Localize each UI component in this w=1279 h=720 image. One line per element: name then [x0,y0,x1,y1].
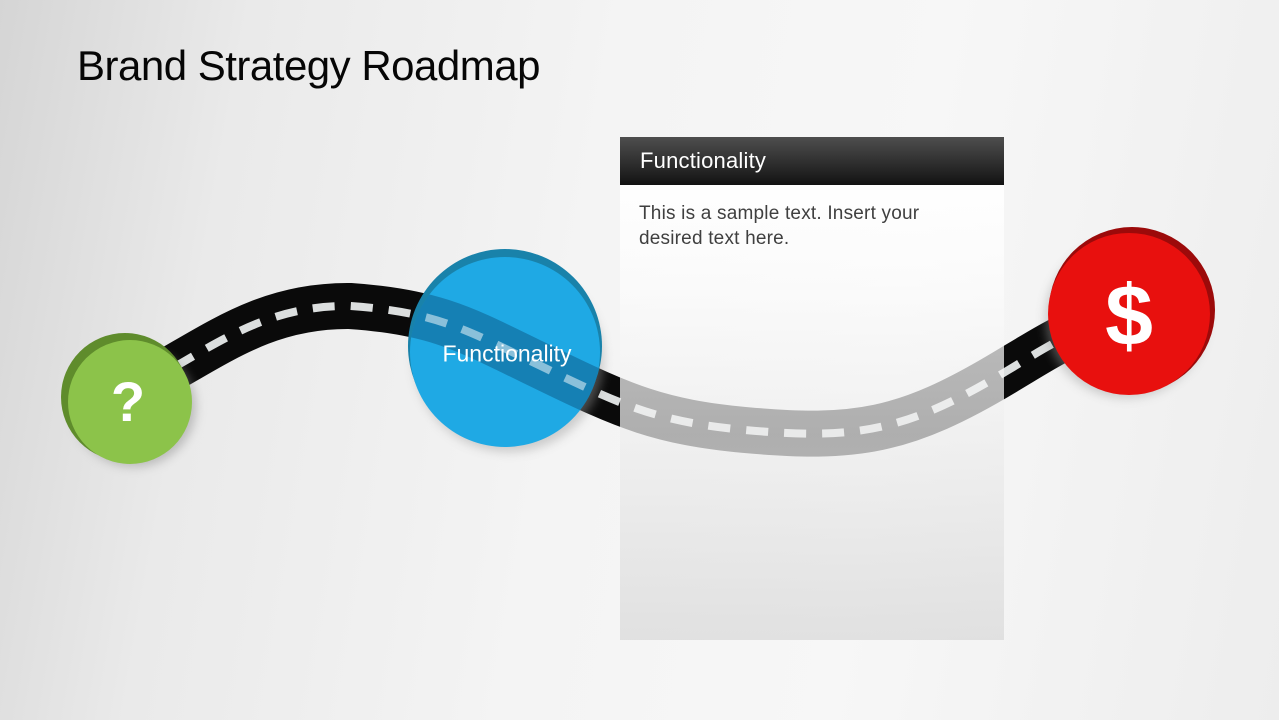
road-center-dashes [110,301,1133,438]
dollar-sign-icon: $ [1105,268,1153,364]
question-mark-icon: ? [111,370,145,433]
milestone-start: ? [61,333,192,464]
milestone-functionality-label: Functionality [442,340,572,366]
milestone-revenue: $ [1048,227,1215,395]
callout-body: This is a sample text. Insert your desir… [620,185,1004,640]
milestone-revenue-circle [1048,233,1210,395]
road-through-circle [410,282,600,447]
milestone-functionality: Functionality [408,249,602,447]
callout-body-text: This is a sample text. Insert your desir… [639,203,920,249]
milestone-start-circle [68,340,192,464]
callout-panel: Functionality This is a sample text. Ins… [620,137,1004,640]
callout-header: Functionality [620,137,1004,185]
callout-title: Functionality [640,148,767,173]
slide-title: Brand Strategy Roadmap [77,42,540,89]
